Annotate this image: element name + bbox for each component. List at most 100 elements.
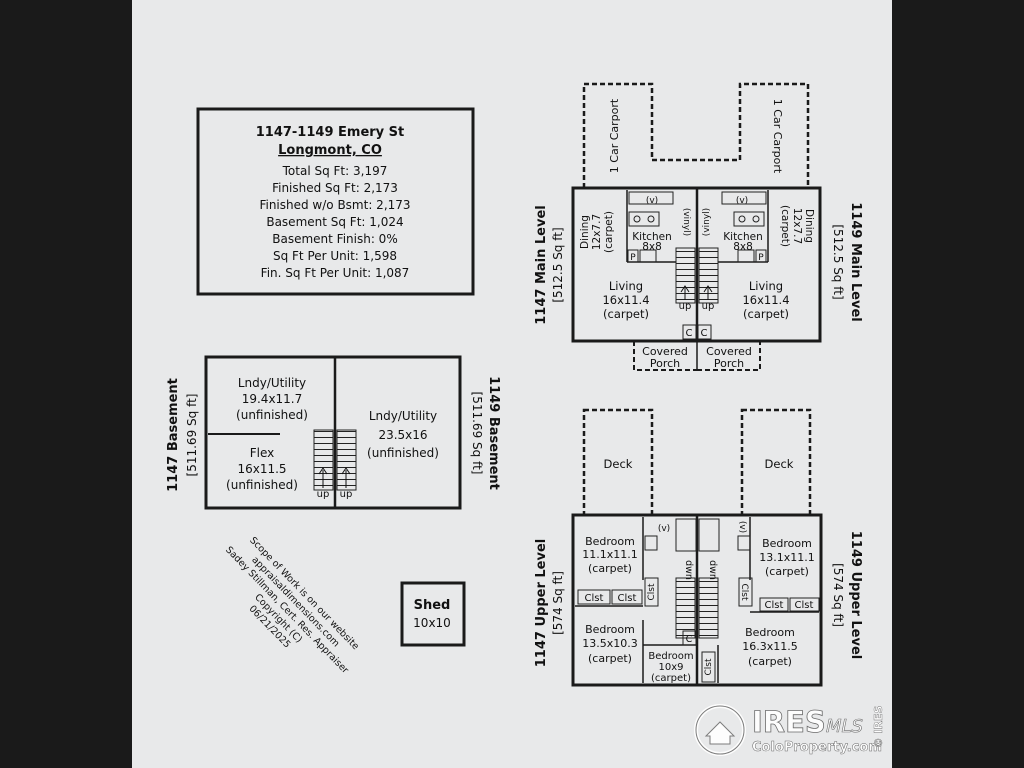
room-finish: (carpet)	[779, 205, 791, 247]
floorplan-sheet	[132, 0, 892, 768]
room-size: 8x8	[642, 241, 662, 253]
vent-label: (v)	[646, 196, 658, 206]
room-label: Lndy/Utility	[369, 409, 437, 423]
room-size: 16.3x11.5	[742, 640, 798, 653]
closet-label: Clst	[585, 593, 604, 604]
shed-title: Shed	[414, 598, 451, 613]
stairs-down-label: dwn	[707, 560, 718, 580]
basement-left-sqft: [511.69 Sq ft]	[185, 394, 199, 477]
city: Longmont, CO	[278, 143, 382, 158]
porch-label: Porch	[650, 357, 680, 370]
room-size: 10x9	[658, 662, 683, 673]
house-icon	[704, 721, 736, 745]
basement-left-title: 1147 Basement	[166, 378, 181, 492]
ires-watermark: IRES MLS ColoProperty.com © IRES	[694, 704, 885, 756]
basement-right-sqft: [511.69 Sq ft]	[470, 392, 484, 475]
closet-label: Clst	[765, 600, 784, 611]
closet-label: Clst	[647, 583, 657, 600]
info-line: Basement Sq Ft: 1,024	[266, 215, 403, 229]
closet-label: Clst	[618, 593, 637, 604]
vent-label: (v)	[737, 521, 747, 533]
room-label: Kitchen	[723, 231, 762, 243]
carport-label: 1 Car Carport	[608, 98, 621, 173]
deck-label: Deck	[765, 457, 794, 471]
room-finish: (carpet)	[603, 307, 649, 321]
info-line: Sq Ft Per Unit: 1,598	[273, 249, 397, 263]
upper-right-sqft: [574 Sq ft]	[831, 563, 845, 627]
porch-label: Porch	[714, 357, 744, 370]
porch-label: Covered	[706, 345, 752, 358]
room-size: 12x7.7	[591, 214, 603, 250]
upper-left-sqft: [574 Sq ft]	[551, 571, 565, 635]
pantry-label: P	[758, 253, 764, 263]
porch-label: Covered	[642, 345, 688, 358]
closet-label: Clst	[739, 583, 749, 600]
main-right-sqft: [512.5 Sq ft]	[831, 224, 845, 299]
room-size: 13.5x10.3	[582, 637, 638, 650]
room-finish: (carpet)	[748, 655, 792, 668]
room-size: 12x7.7	[791, 208, 803, 244]
room-size: 16x11.4	[602, 293, 649, 307]
main-left-title: 1147 Main Level	[534, 205, 549, 325]
info-line: Fin. Sq Ft Per Unit: 1,087	[261, 266, 410, 280]
stairs-up-label: up	[679, 301, 692, 312]
main-right-title: 1149 Main Level	[848, 202, 863, 322]
watermark-mls: MLS	[826, 716, 863, 737]
room-label: Kitchen	[632, 231, 671, 243]
vent-label: (v)	[736, 196, 748, 206]
closet-label: C	[686, 328, 693, 339]
room-label: Flex	[250, 446, 275, 460]
upper-level-plan: Deck Deck (v) (v) dwn dwn C Clst Clst Cl…	[534, 408, 863, 687]
closet-label: Clst	[704, 658, 714, 675]
room-size: 19.4x11.7	[242, 392, 303, 406]
stairs-down-label: dwn	[683, 560, 694, 580]
floor-vinyl-label: (vinyl)	[702, 208, 712, 236]
room-label: Bedroom	[762, 537, 812, 550]
stairs-up-label: up	[317, 489, 330, 500]
room-size: 8x8	[733, 241, 753, 253]
credit-line: Sadey Stillman, Cert. Res. Appraiser	[223, 545, 350, 676]
stairs-up-label: up	[340, 489, 353, 500]
room-finish: (carpet)	[588, 562, 632, 575]
main-level-plan: 1 Car Carport 1 Car Carport Covered Porc…	[534, 82, 863, 371]
room-finish: (carpet)	[765, 565, 809, 578]
basement-plan: up up Lndy/Utility 19.4x11.7 (unfinished…	[166, 355, 501, 510]
info-line: Basement Finish: 0%	[272, 232, 397, 246]
room-size: 23.5x16	[378, 428, 427, 442]
room-finish: (carpet)	[743, 307, 789, 321]
room-size: 13.1x11.1	[759, 551, 815, 564]
room-finish: (unfinished)	[226, 478, 298, 492]
upper-right-title: 1149 Upper Level	[848, 531, 863, 659]
room-finish: (unfinished)	[367, 446, 439, 460]
vent-label: (v)	[658, 524, 670, 534]
room-label: Lndy/Utility	[238, 376, 306, 390]
room-label: Bedroom	[585, 623, 635, 636]
carport-label: 1 Car Carport	[771, 99, 784, 174]
main-left-sqft: [512.5 Sq ft]	[551, 227, 565, 302]
watermark-brand: IRES	[752, 705, 826, 739]
basement-right-title: 1149 Basement	[486, 376, 501, 490]
room-label: Dining	[579, 215, 591, 249]
stairs-up-label: up	[702, 301, 715, 312]
info-line: Total Sq Ft: 3,197	[282, 164, 388, 178]
room-finish: (carpet)	[651, 673, 691, 684]
room-label: Dining	[803, 209, 815, 243]
watermark-side: © IRES	[872, 706, 885, 749]
deck-label: Deck	[604, 457, 633, 471]
room-finish: (carpet)	[603, 211, 615, 253]
closet-label: C	[686, 634, 693, 645]
shed: Shed 10x10	[400, 581, 466, 647]
room-label: Living	[609, 279, 643, 293]
room-finish: (unfinished)	[236, 408, 308, 422]
closet-label: C	[701, 328, 708, 339]
info-line: Finished Sq Ft: 2,173	[272, 181, 398, 195]
room-size: 16x11.4	[742, 293, 789, 307]
info-line: Finished w/o Bsmt: 2,173	[259, 198, 410, 212]
room-label: Living	[749, 279, 783, 293]
room-label: Bedroom	[648, 651, 693, 662]
room-size: 16x11.5	[237, 462, 286, 476]
room-label: Bedroom	[585, 535, 635, 548]
room-size: 11.1x11.1	[582, 548, 638, 561]
room-finish: (carpet)	[588, 652, 632, 665]
